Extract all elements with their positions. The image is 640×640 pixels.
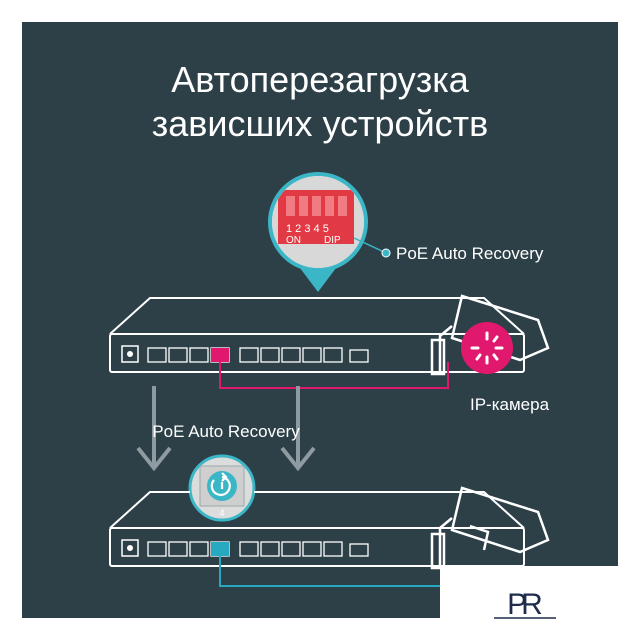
dip-switch-levers (286, 196, 347, 216)
dip-switch-on-label: ON (286, 235, 301, 246)
switch-bottom-active-port (211, 542, 229, 556)
dip-switch-dip-label: DIP (324, 235, 341, 246)
restart-magnifier: 4 (188, 454, 256, 522)
switch-top-active-port (211, 348, 229, 362)
restart-icon (210, 472, 231, 496)
camera-icon-bottom (430, 486, 550, 570)
lens-port-number: 4 (219, 508, 224, 518)
callout-dot (381, 248, 391, 258)
cable-magenta (219, 362, 449, 389)
camera-label: IP-камера (470, 395, 550, 414)
arrow-down-left-icon (136, 386, 172, 472)
arrow-down-right-icon (280, 386, 316, 472)
callout-label: PoE Auto Recovery (396, 244, 544, 263)
title-line-1: Автоперезагрузка (171, 59, 470, 100)
switch-bottom (109, 491, 525, 567)
camera-alert-circle (461, 322, 513, 374)
switch-bottom-power-button (121, 539, 139, 557)
switch-top-power-button (121, 345, 139, 363)
dip-switch-numbers: 1 2 3 4 5 (286, 223, 329, 235)
switch-top-ports (147, 347, 369, 363)
logo-box (440, 566, 640, 640)
switch-top (109, 297, 525, 373)
callout-line (353, 237, 385, 253)
loading-icon (470, 331, 504, 365)
camera-icon-top (430, 294, 550, 376)
middle-label: PoE Auto Recovery (152, 422, 300, 441)
title-line-2: зависших устройств (152, 103, 489, 144)
dip-switch-magnifier: 1 2 3 4 5 ON DIP (268, 172, 368, 292)
